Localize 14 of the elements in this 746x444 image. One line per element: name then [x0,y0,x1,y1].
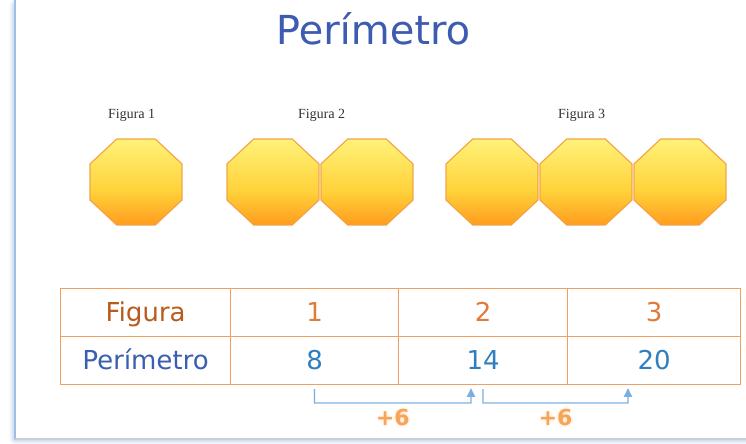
figure-label: Figura 2 [298,107,346,123]
octagon-shape [226,138,320,226]
figure-label: Figura 3 [558,107,606,123]
octagon-shape [89,138,183,226]
octagon-shape [539,138,633,226]
table-cell: Figura [60,288,231,337]
table-cell: 3 [567,288,741,337]
table-cell: 20 [567,336,741,385]
title: Perímetro [274,8,472,54]
octagon-shape [320,138,414,226]
octagon-shape [633,138,727,226]
octagon-shape [445,138,539,226]
table-cell: Perímetro [60,336,231,385]
figure-label: Figura 1 [108,107,156,123]
